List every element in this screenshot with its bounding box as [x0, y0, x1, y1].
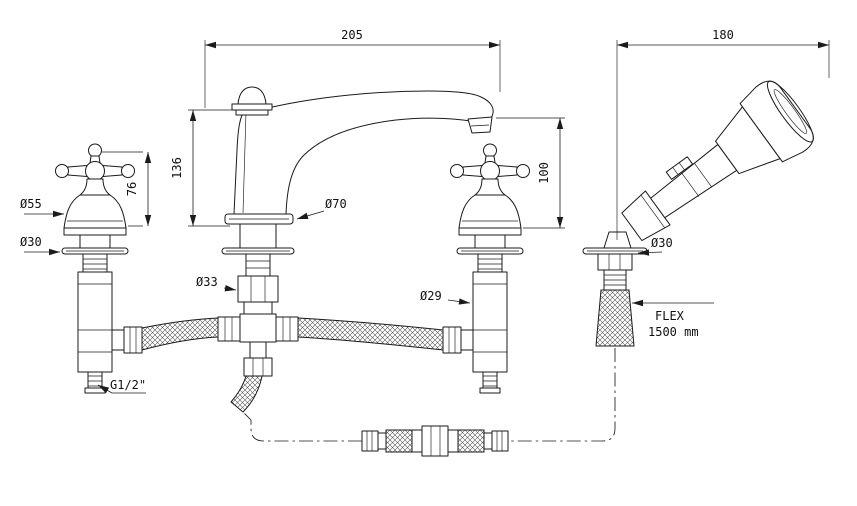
dim-shower-reach: 180 [616, 28, 830, 240]
dia-label-handle: Ø55 [20, 197, 42, 211]
label-handle-base-diameter: Ø30 [20, 235, 60, 256]
holder-cup [621, 190, 671, 242]
tee-outlet-hose [230, 375, 263, 413]
right-supply-hose [297, 317, 444, 351]
handle-escutcheon [458, 194, 522, 229]
dim-label-spout-outlet-height: 100 [537, 162, 551, 184]
valve-body [472, 271, 508, 373]
aerator [467, 116, 493, 134]
mount-nut [597, 253, 633, 271]
spout-assembly [221, 86, 494, 255]
hand-shower-assembly [582, 80, 814, 347]
label-spout-base-diameter: Ø70 [296, 197, 347, 220]
label-handle-diameter: Ø55 [20, 197, 64, 218]
left-supply-hose [141, 317, 219, 351]
spout-body [233, 90, 494, 215]
supply-hoses [141, 317, 444, 351]
flex-label-line1: FLEX [655, 309, 685, 323]
dia-label-valve-shank: Ø29 [420, 289, 442, 303]
routing-centerline [241, 348, 616, 442]
cross-handle-hub [85, 161, 105, 181]
inlet-tailpiece [482, 371, 498, 389]
dim-label-shower-reach: 180 [712, 28, 734, 42]
diverter-button [665, 156, 694, 180]
label-spout-shank-diameter: Ø33 [196, 275, 237, 292]
dim-label-spout-height: 136 [170, 157, 184, 179]
shower-grip [650, 143, 738, 219]
dia-label-shower-base: Ø30 [651, 236, 673, 250]
hose-union-nut [421, 425, 449, 457]
right-handle-assembly [442, 143, 530, 394]
cross-handle-hub [480, 161, 500, 181]
left-handle-assembly [55, 143, 143, 394]
dim-spout-reach: 205 [204, 28, 501, 108]
label-inlet-thread: G1/2" [97, 378, 146, 394]
handle-escutcheon [63, 194, 127, 229]
shank-hex-nut [237, 275, 279, 303]
label-flex-hose: FLEX 1500 mm [632, 299, 714, 339]
dim-label-spout-reach: 205 [341, 28, 363, 42]
tee-body [239, 313, 277, 343]
dim-spout-height: 136 [170, 109, 233, 227]
dia-label-spout-shank: Ø33 [196, 275, 218, 289]
bottom-supply-hose [241, 348, 616, 457]
shower-head [739, 80, 814, 163]
flex-hose-coil [595, 289, 635, 347]
dim-handle-height: 76 [102, 151, 152, 227]
thread-label: G1/2" [110, 378, 146, 392]
dim-spout-outlet-height: 100 [496, 117, 565, 229]
label-valve-shank-diameter: Ø29 [420, 289, 471, 305]
inlet-tailpiece [87, 371, 103, 389]
hose-nut [123, 326, 143, 354]
mixer-tee-assembly [217, 253, 299, 413]
dia-label-spout-base: Ø70 [325, 197, 347, 211]
valve-body [77, 271, 113, 373]
flex-label-line2: 1500 mm [648, 325, 699, 339]
spout-top-knob [237, 86, 267, 105]
hose-nut [442, 326, 462, 354]
dim-label-handle-height: 76 [125, 182, 139, 196]
dia-label-handle-base: Ø30 [20, 235, 42, 249]
label-shower-base-diameter: Ø30 [637, 236, 673, 256]
spray-face [773, 89, 807, 134]
holder-post [603, 231, 632, 249]
